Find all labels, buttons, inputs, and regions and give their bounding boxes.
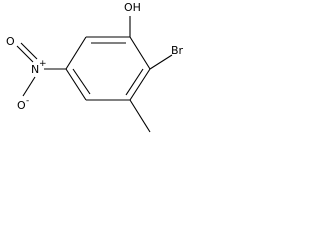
nitro-oxygen-single-label: O — [17, 99, 26, 112]
bond-n-o-double-a — [16, 45, 34, 63]
ring-bond-3 — [129, 68, 151, 101]
benzene-ring — [65, 36, 151, 101]
ring-bond-5 — [65, 68, 87, 101]
chemical-structure: OH Br N + O O - — [6, 1, 184, 133]
nitro-nitrogen-label: N — [31, 63, 39, 76]
bromo-label: Br — [171, 44, 184, 57]
nitro-oxygen-double-label: O — [6, 35, 15, 48]
bond-methyl — [129, 99, 151, 133]
nitro-nitrogen-charge: + — [39, 59, 47, 69]
ring-double-bond-inner-3 — [72, 68, 91, 95]
bond-n-o-single — [22, 76, 36, 97]
nitro-oxygen-charge: - — [26, 96, 29, 106]
bond-n-o-double-b — [20, 42, 38, 60]
ring-bond-2 — [129, 36, 151, 70]
ring-double-bond-inner-2 — [125, 68, 144, 96]
ring-bond-6 — [65, 36, 87, 70]
hydroxyl-label: OH — [124, 1, 141, 14]
bond-br — [149, 54, 173, 70]
